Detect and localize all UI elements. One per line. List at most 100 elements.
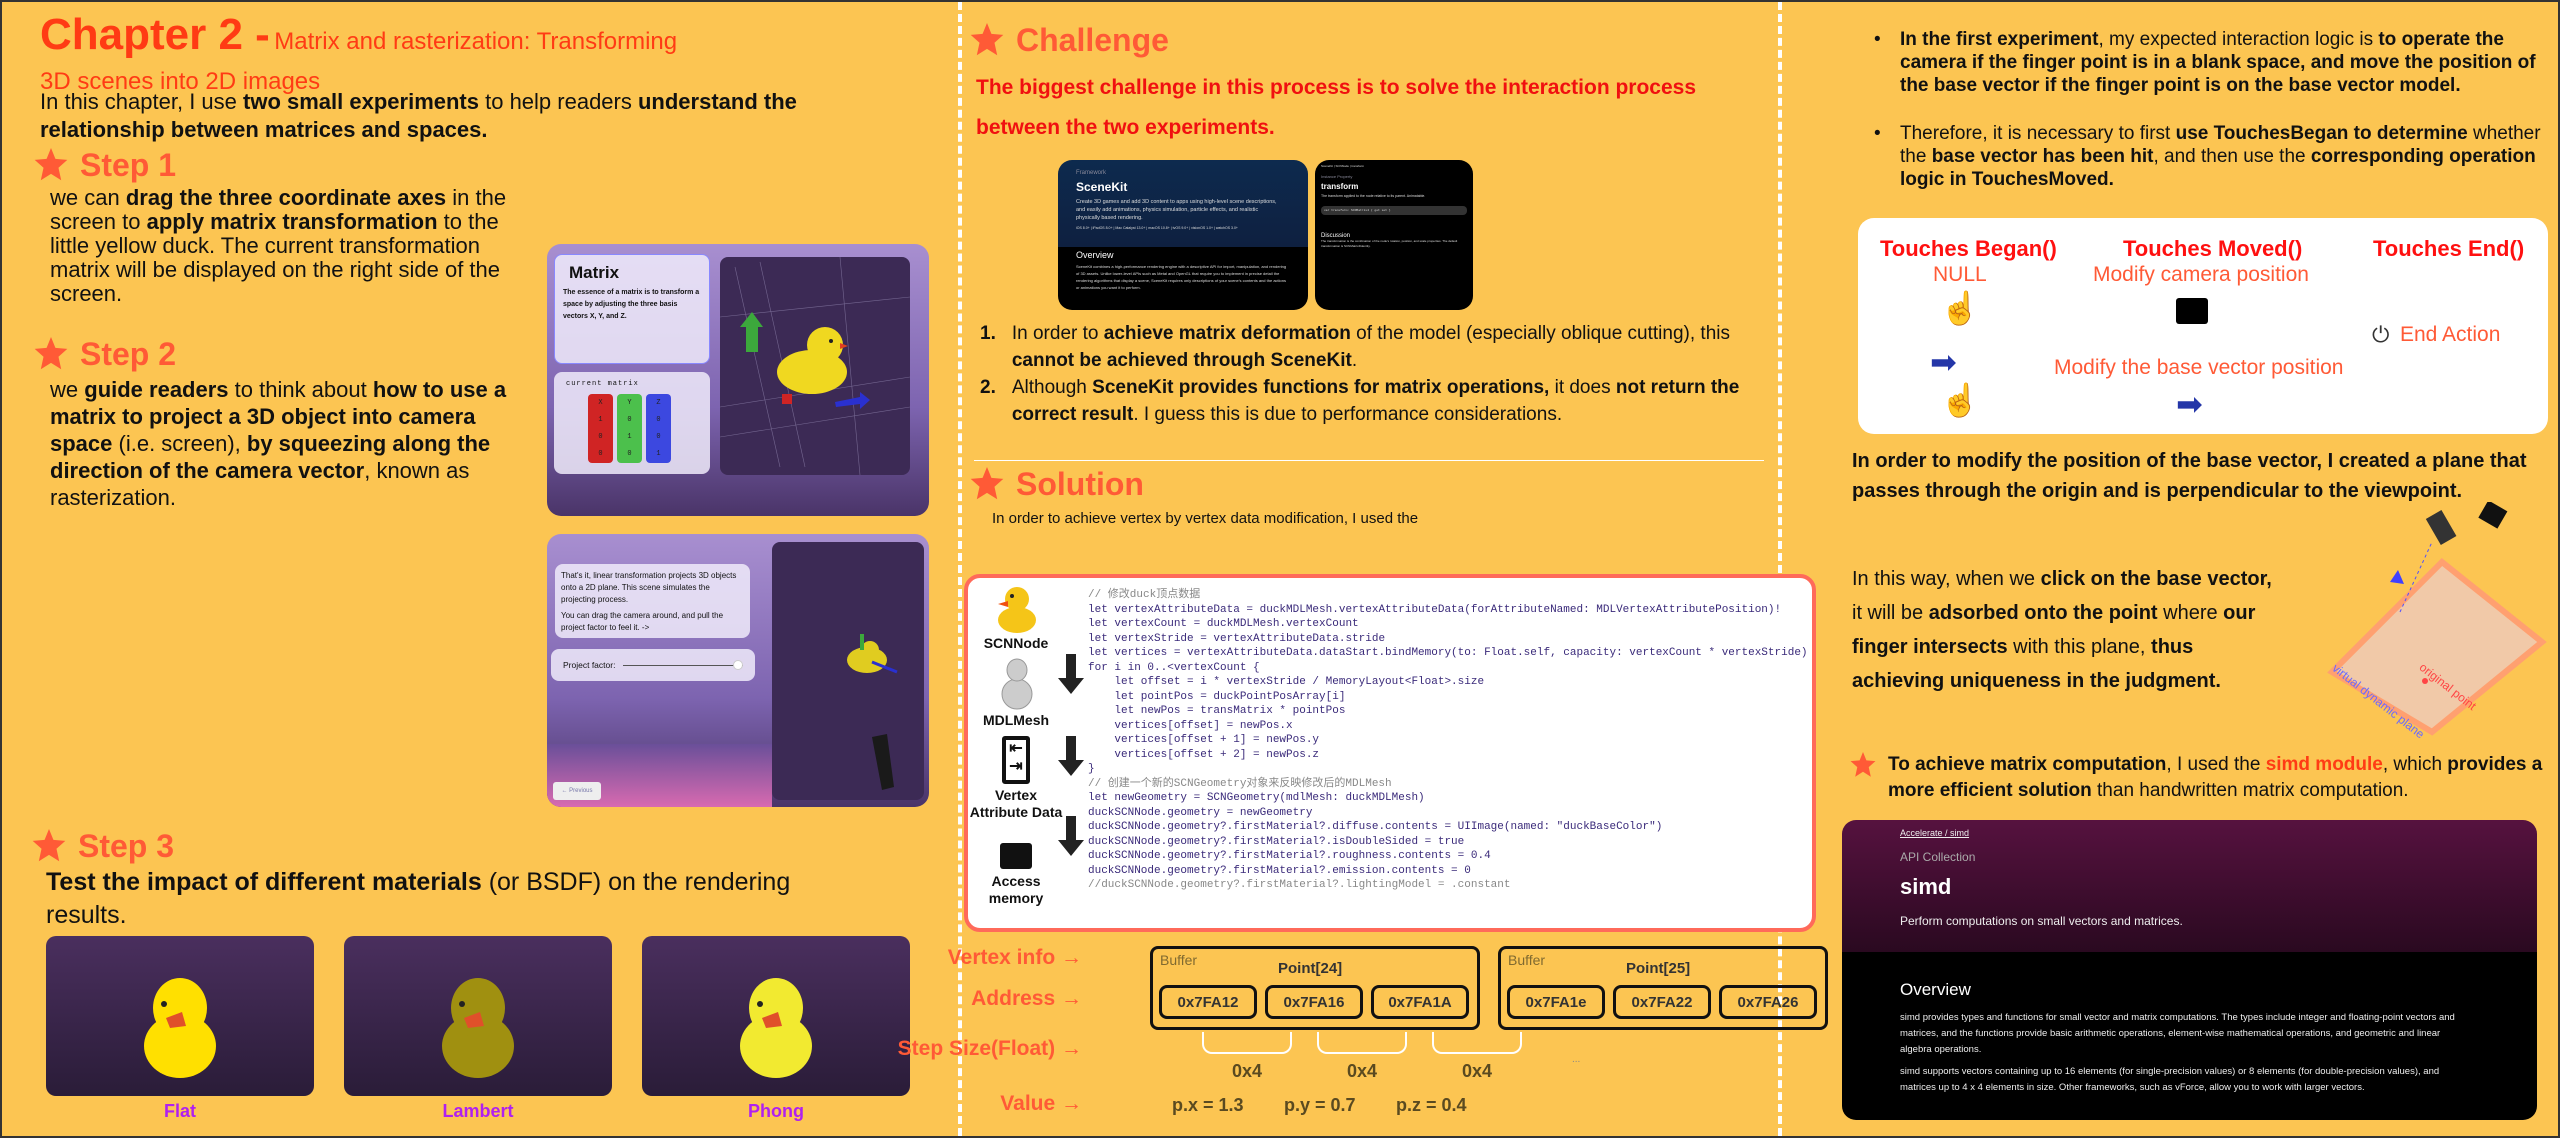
vertex-value: p.x = 1.3: [1172, 1095, 1244, 1115]
chapter-header: Chapter 2 - Matrix and rasterization: Tr…: [40, 12, 940, 96]
memory-address: 0x7FA16: [1265, 985, 1363, 1019]
list-number: 1.: [980, 323, 996, 344]
doc-platforms: iOS 8.0+ | iPadOS 8.0+ | Mac Catalyst 13…: [1076, 226, 1238, 230]
text-segment: to help readers: [479, 89, 638, 114]
doc-eyebrow: API Collection: [1900, 850, 1976, 864]
end-action-label: End Action: [2400, 323, 2501, 346]
simd-heading: To achieve matrix computation, I used th…: [1850, 752, 2558, 804]
material-label: Flat: [163, 1101, 196, 1121]
arrow-right-icon: ➡: [1930, 344, 1957, 380]
matrix-cell: 0: [598, 433, 603, 442]
step-arrow: [1202, 1032, 1292, 1054]
flow-step-scnnode: SCNNode: [983, 635, 1049, 651]
text-segment: In this way, when we: [1852, 568, 2041, 590]
vertex-value: p.z = 0.4: [1396, 1095, 1467, 1115]
memory-address: 0x7FA22: [1613, 985, 1711, 1019]
text-segment: apply matrix transformation: [146, 209, 438, 234]
mesh-icon: [1001, 658, 1033, 710]
column-divider: [1778, 2, 1782, 1136]
projection-info-panel: That's it, linear transformation project…: [555, 564, 750, 638]
doc-discussion: Discussion: [1321, 233, 1351, 239]
text-segment: by squeezing along the direction of the …: [50, 431, 491, 483]
modify-camera-label: Modify camera position: [2093, 263, 2309, 286]
chapter-title: Chapter 2 -: [40, 10, 270, 59]
text-segment: Test the impact of different materials: [46, 868, 482, 896]
matrix-app-screenshot: Matrix The essence of a matrix is to tra…: [547, 244, 929, 516]
matrix-title: Matrix: [569, 263, 620, 282]
text-segment: , known as rasterization.: [50, 458, 470, 510]
code-line: vertices[offset + 2] = newPos.z: [1088, 748, 1320, 761]
text-segment: than handwritten matrix computation.: [2091, 780, 2409, 801]
matrix-label: current matrix: [566, 380, 639, 388]
material-render-phong: [642, 936, 910, 1096]
memory-row-label: Step Size(Float) →: [897, 1037, 1082, 1060]
code-card: SCNNode MDLMesh ⇤⇥ Vertex Attribute Data…: [964, 574, 1816, 932]
challenge-title: Challenge: [1016, 22, 1169, 58]
challenge-lead: The biggest challenge in this process is…: [976, 76, 1697, 139]
code-line: let pointPos = duckPointPosArray[i]: [1088, 690, 1346, 703]
step3-text: Test the impact of different materials (…: [46, 866, 866, 932]
memory-address: 0x7FA12: [1159, 985, 1257, 1019]
text-segment: where: [2157, 602, 2224, 624]
challenge-point: Although SceneKit provides functions for…: [1012, 374, 1770, 428]
code-line: let newGeometry = SCNGeometry(mdlMesh: d…: [1088, 792, 1425, 804]
previous-button[interactable]: ← Previous: [553, 782, 601, 800]
doc-breadcrumb[interactable]: Accelerate / simd: [1900, 828, 1970, 838]
matrix-cell: 1: [656, 450, 661, 459]
step2-text: we guide readers to think about how to u…: [50, 376, 540, 511]
step-size: 0x4: [1462, 1061, 1493, 1081]
text-segment: In the first experiment: [1900, 29, 2099, 50]
matrix-cell: 0: [656, 415, 661, 424]
text-segment: it will be: [1852, 602, 1929, 624]
code-line: duckSCNNode.geometry?.firstMaterial?.dif…: [1088, 821, 1663, 833]
slider-thumb[interactable]: [733, 659, 743, 670]
projection-hint: You can drag the camera around, and pull…: [561, 611, 724, 632]
flow-step-access-memory: Access memory: [988, 873, 1044, 906]
hand-pointer-icon: ☝: [1940, 382, 1980, 418]
transform-doc-screenshot: SceneKit | SCNNode | transform Instance …: [1315, 160, 1473, 310]
code-line: let vertexStride = vertexAttributeData.s…: [1088, 632, 1386, 645]
star-icon: [34, 337, 68, 370]
3d-viewport[interactable]: [719, 256, 911, 476]
star-icon: [34, 148, 68, 181]
text-segment: drag the three coordinate axes: [125, 185, 447, 210]
step-size: 0x4: [1232, 1061, 1263, 1081]
solution-heading: Solution: [970, 466, 1144, 502]
null-label: NULL: [1933, 263, 1987, 286]
text-segment: provides a more efficient solution: [1888, 754, 2543, 801]
memory-address: 0x7FA1e: [1507, 985, 1605, 1019]
text-segment: we can: [50, 185, 126, 210]
duck-image: [740, 978, 812, 1078]
solution-title: Solution: [1016, 466, 1144, 502]
doc-desc: Create 3D games and add 3D content to ap…: [1076, 199, 1277, 221]
projection-viewport[interactable]: [772, 542, 924, 800]
buffer-label: Buffer: [1160, 952, 1198, 968]
projection-app-screenshot: That's it, linear transformation project…: [547, 534, 929, 807]
material-label: Lambert: [442, 1101, 514, 1121]
duck-image: [442, 978, 514, 1078]
text-segment: to the little yellow duck. The current t…: [50, 209, 501, 306]
text-segment: understand the relationship between matr…: [40, 89, 797, 142]
text-segment: use TouchesBegan to determine: [2175, 123, 2468, 144]
step2-heading: Step 2: [34, 336, 176, 372]
projected-duck: [847, 634, 898, 790]
text-segment: In this chapter, I use: [40, 89, 244, 114]
modify-vector-label: Modify the base vector position: [2054, 356, 2344, 379]
text-segment: simd module: [2265, 754, 2383, 775]
star-icon: [32, 829, 66, 862]
scenekit-doc-screenshot: Framework SceneKit Create 3D games and a…: [1058, 160, 1308, 310]
adsorb-explanation: In this way, when we click on the base v…: [1852, 562, 2272, 698]
code-line: let vertexAttributeData = duckMDLMesh.ve…: [1088, 603, 1782, 616]
code-line: //duckSCNNode.geometry?.firstMaterial?.l…: [1088, 879, 1511, 891]
slider-track[interactable]: [623, 659, 743, 670]
project-factor-slider[interactable]: Project factor:: [551, 649, 755, 681]
text-segment: cannot be achieved through SceneKit: [1011, 350, 1352, 371]
code-line: }: [1088, 763, 1095, 775]
buffer-label: Buffer: [1508, 952, 1546, 968]
doc-eyebrow: Instance Property: [1321, 174, 1353, 179]
matrix-desc: The essence of a matrix is to transform …: [563, 289, 700, 320]
code-line: let offset = i * vertexStride / MemoryLa…: [1088, 676, 1485, 688]
